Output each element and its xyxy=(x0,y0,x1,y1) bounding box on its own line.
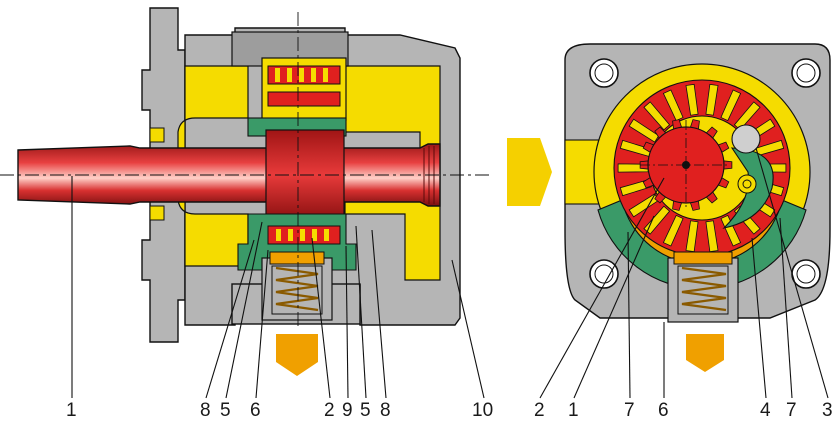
ring-gear-slot xyxy=(720,89,742,122)
callout-label: 8 xyxy=(200,400,211,421)
bolt-holes xyxy=(589,58,821,289)
callout-label: 6 xyxy=(658,400,669,421)
ring-gear-slot xyxy=(643,205,671,235)
spring-cap xyxy=(269,251,325,265)
side-section-view xyxy=(0,7,490,376)
ring-gear-slot xyxy=(685,83,699,116)
callout-label: 9 xyxy=(342,400,353,421)
callout-label: 8 xyxy=(380,400,391,421)
callout-label: 2 xyxy=(324,400,335,421)
ring-gear-slot xyxy=(643,101,671,131)
filler-hole xyxy=(737,174,757,194)
compression-spring xyxy=(275,266,319,312)
callout-label: 5 xyxy=(360,400,371,421)
front-spring-cap xyxy=(673,251,733,265)
shaft-seal-rings xyxy=(149,127,165,221)
front-section-view xyxy=(507,43,831,372)
pivot-pin xyxy=(731,124,761,154)
callout-label: 2 xyxy=(534,400,545,421)
front-compression-spring xyxy=(681,266,727,312)
callout-labels-right: 2 1 7 6 4 7 3 xyxy=(534,400,833,421)
callout-label: 1 xyxy=(568,400,579,421)
callout-label: 7 xyxy=(786,400,797,421)
centerlines-right xyxy=(640,120,730,210)
upper-gear-teeth xyxy=(267,65,341,107)
callout-label: 3 xyxy=(822,400,833,421)
callout-label: 4 xyxy=(760,400,771,421)
arrow-down-icon xyxy=(276,334,318,376)
ring-gear-slot xyxy=(662,214,684,247)
arrow-right-icon xyxy=(507,138,552,206)
callout-label: 6 xyxy=(250,400,261,421)
lower-gear-teeth xyxy=(267,225,341,245)
ring-gear-slot xyxy=(685,220,699,253)
callout-label: 1 xyxy=(66,400,77,421)
ring-gear-slot xyxy=(720,214,742,247)
ring-gear-slot xyxy=(705,83,719,116)
callout-label: 7 xyxy=(624,400,635,421)
ring-gear-slot xyxy=(628,118,660,143)
ring-gear-slot xyxy=(662,89,684,122)
arrow-down-icon xyxy=(686,334,724,372)
ring-gear-slots xyxy=(617,83,787,253)
callout-labels-left: 1 8 5 6 2 9 5 8 10 xyxy=(66,400,493,421)
callout-label: 5 xyxy=(220,400,231,421)
callout-label: 10 xyxy=(472,400,493,421)
centerlines-left xyxy=(0,12,490,330)
leader-lines xyxy=(71,147,829,399)
